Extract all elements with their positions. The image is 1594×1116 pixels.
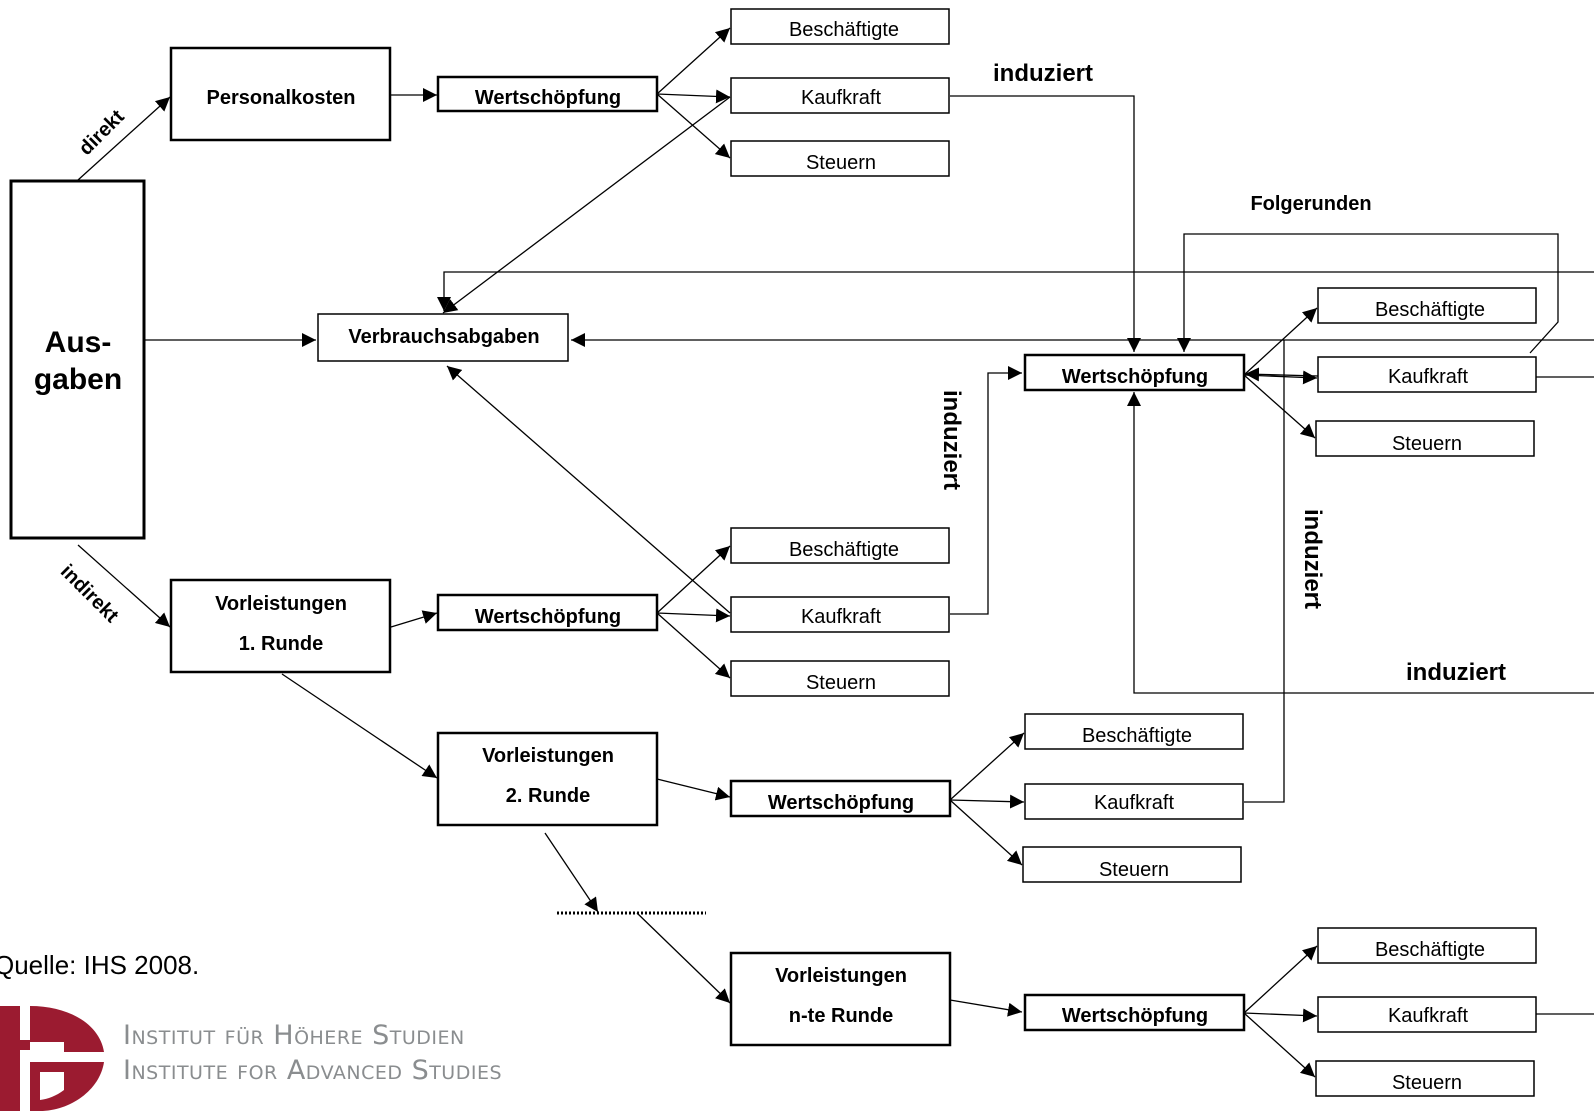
svg-text:2. Runde: 2. Runde	[506, 785, 590, 807]
box-vorleistungen-1: Vorleistungen 1. Runde	[169, 578, 392, 674]
box-steuern-n: Steuern	[1315, 1060, 1535, 1097]
box-wertschoepfung-n: Wertschöpfung	[1023, 993, 1246, 1032]
svg-text:Vorleistungen: Vorleistungen	[482, 745, 614, 767]
svg-text:Steuern: Steuern	[1392, 1072, 1462, 1094]
label-induziert-vertical-left: induziert	[938, 390, 965, 490]
svg-text:Beschäftigte: Beschäftigte	[789, 19, 899, 41]
label-induziert-top: induziert	[993, 60, 1093, 87]
svg-text:Kaufkraft: Kaufkraft	[1388, 366, 1468, 388]
svg-text:Aus-: Aus-	[45, 326, 112, 359]
source-note: Quelle: IHS 2008.	[0, 950, 200, 980]
box-ausgaben: Aus- gaben	[9, 179, 146, 540]
svg-text:Steuern: Steuern	[806, 152, 876, 174]
label-induziert-vertical-right: induziert	[1299, 509, 1326, 609]
box-beschaeftigte-2: Beschäftigte	[1024, 713, 1244, 750]
svg-text:n-te Runde: n-te Runde	[789, 1005, 893, 1027]
box-verbrauchsabgaben: Verbrauchsabgaben	[317, 313, 569, 362]
label-induziert-bottom: induziert	[1406, 659, 1506, 686]
box-kaufkraft-n: Kaufkraft	[1317, 996, 1537, 1033]
svg-text:Vorleistungen: Vorleistungen	[775, 965, 907, 987]
ihs-logo	[0, 1006, 104, 1111]
svg-text:1. Runde: 1. Runde	[239, 633, 323, 655]
svg-text:Steuern: Steuern	[806, 672, 876, 694]
svg-text:Kaufkraft: Kaufkraft	[801, 606, 881, 628]
box-steuern-1: Steuern	[730, 660, 950, 697]
box-wertschoepfung-2: Wertschöpfung	[729, 779, 952, 818]
box-kaufkraft-induziert: Kaufkraft	[1317, 356, 1537, 393]
svg-text:Kaufkraft: Kaufkraft	[1094, 792, 1174, 814]
connectors	[77, 27, 1594, 1078]
svg-text:Wertschöpfung: Wertschöpfung	[1062, 1005, 1208, 1027]
box-steuern-induziert: Steuern	[1315, 420, 1535, 457]
box-beschaeftigte-n: Beschäftigte	[1317, 927, 1537, 964]
svg-text:Steuern: Steuern	[1099, 859, 1169, 881]
box-wertschoepfung-induziert: Wertschöpfung	[1023, 353, 1246, 392]
svg-text:Beschäftigte: Beschäftigte	[1375, 939, 1485, 961]
box-beschaeftigte-induziert: Beschäftigte	[1317, 287, 1537, 324]
box-steuern-2: Steuern	[1022, 846, 1242, 883]
svg-text:Kaufkraft: Kaufkraft	[1388, 1005, 1468, 1027]
box-beschaeftigte-1: Beschäftigte	[730, 527, 950, 564]
svg-text:Wertschöpfung: Wertschöpfung	[475, 87, 621, 109]
box-kaufkraft-direkt: Kaufkraft	[730, 77, 950, 114]
box-vorleistungen-n: Vorleistungen n-te Runde	[729, 951, 952, 1047]
svg-text:Beschäftigte: Beschäftigte	[789, 539, 899, 561]
box-wertschoepfung-direkt: Wertschöpfung	[436, 75, 659, 113]
svg-text:Beschäftigte: Beschäftigte	[1082, 725, 1192, 747]
svg-text:Personalkosten: Personalkosten	[207, 87, 356, 109]
svg-text:Beschäftigte: Beschäftigte	[1375, 299, 1485, 321]
box-kaufkraft-2: Kaufkraft	[1024, 783, 1244, 820]
label-direkt: direkt	[75, 105, 129, 159]
box-personalkosten: Personalkosten	[169, 46, 392, 142]
svg-text:Wertschöpfung: Wertschöpfung	[1062, 366, 1208, 388]
svg-text:Kaufkraft: Kaufkraft	[801, 87, 881, 109]
institute-name-en: Institute for Advanced Studies	[123, 1055, 503, 1086]
label-folgerunden: Folgerunden	[1250, 193, 1371, 215]
box-steuern-direkt: Steuern	[730, 140, 950, 177]
label-indirekt: indirekt	[56, 560, 123, 627]
institute-name: Institut für Höhere Studien Institute fo…	[123, 1018, 502, 1088]
svg-text:Wertschöpfung: Wertschöpfung	[768, 792, 914, 814]
svg-text:Vorleistungen: Vorleistungen	[215, 593, 347, 615]
institute-name-de: Institut für Höhere Studien	[123, 1020, 465, 1051]
svg-text:gaben: gaben	[34, 363, 122, 396]
box-beschaeftigte-direkt: Beschäftigte	[730, 8, 950, 45]
box-vorleistungen-2: Vorleistungen 2. Runde	[436, 731, 659, 827]
box-wertschoepfung-1: Wertschöpfung	[436, 593, 659, 632]
svg-text:Steuern: Steuern	[1392, 433, 1462, 455]
svg-text:Wertschöpfung: Wertschöpfung	[475, 606, 621, 628]
svg-text:Verbrauchsabgaben: Verbrauchsabgaben	[348, 326, 539, 348]
box-kaufkraft-1: Kaufkraft	[730, 596, 950, 633]
